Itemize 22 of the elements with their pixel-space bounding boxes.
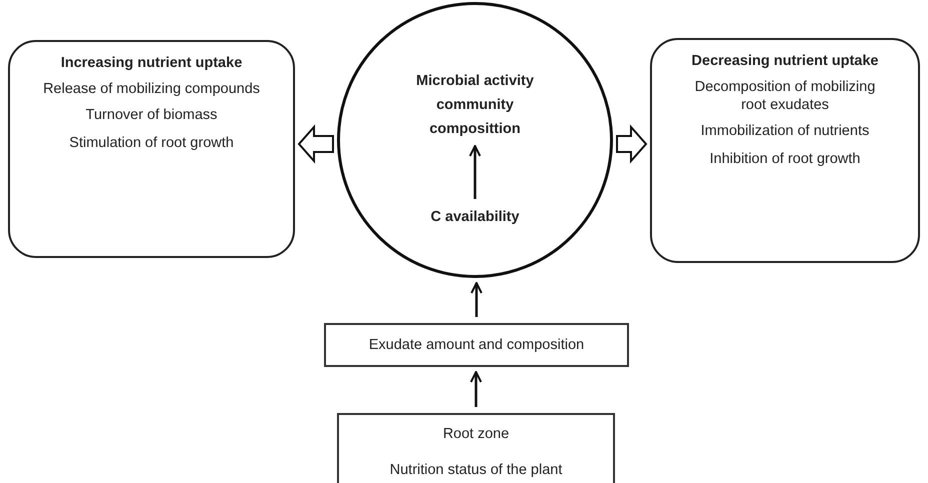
node-text: C availability bbox=[400, 205, 550, 229]
rounded-box bbox=[8, 40, 295, 258]
list-item: Inhibition of root growth bbox=[710, 150, 860, 168]
arrow bbox=[470, 282, 482, 317]
arrow bbox=[470, 371, 482, 407]
block-arrow bbox=[616, 124, 648, 164]
process-box bbox=[324, 323, 629, 367]
node-text: Microbial activity community composittion bbox=[395, 69, 555, 141]
heading: Decreasing nutrient uptake bbox=[692, 52, 878, 70]
heading: Increasing nutrient uptake bbox=[60, 54, 242, 72]
list-item: Turnover of biomass bbox=[86, 106, 218, 124]
list-item: Decomposition of mobilizing root exudates bbox=[694, 78, 876, 114]
list-item: Immobilization of nutrients bbox=[700, 122, 870, 140]
rounded-box bbox=[650, 38, 920, 263]
node-text: Nutrition status of the plant bbox=[390, 461, 562, 479]
block-arrow bbox=[298, 124, 334, 164]
arrow bbox=[469, 145, 481, 199]
node-text: Exudate amount and composition bbox=[368, 336, 584, 354]
circle-shape bbox=[337, 2, 613, 278]
list-item: Release of mobilizing compounds bbox=[43, 80, 260, 98]
list-item: Stimulation of root growth bbox=[69, 134, 234, 152]
node-text: Root zone bbox=[442, 425, 510, 443]
